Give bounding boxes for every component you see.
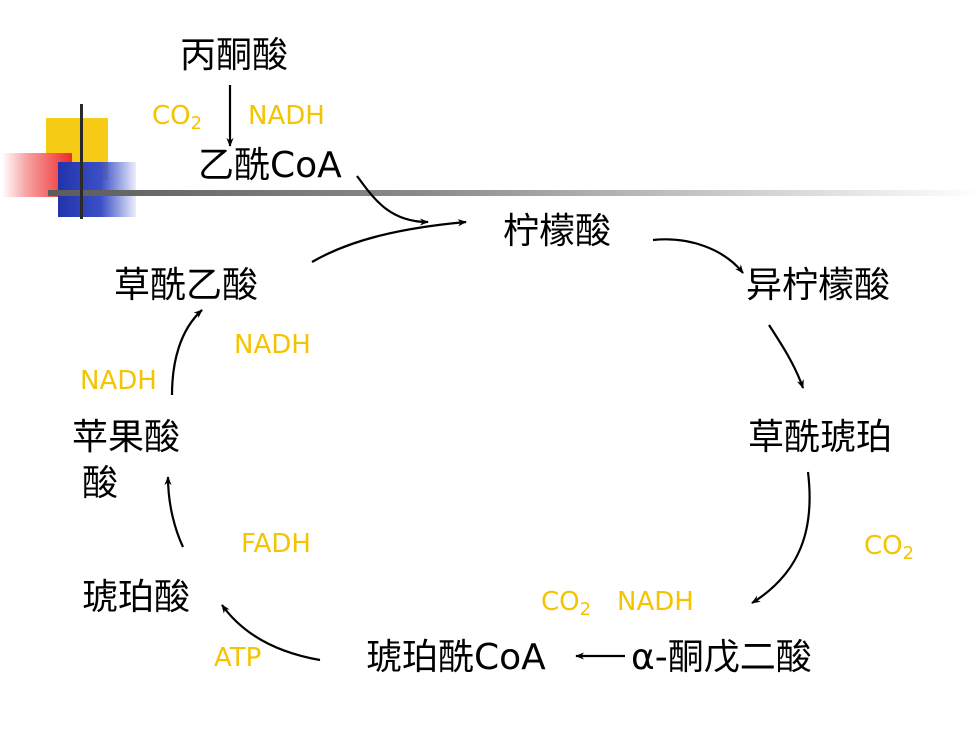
citrate-label: 柠檬酸 xyxy=(503,211,612,252)
oxalosuccinate-co2-subscript: 2 xyxy=(902,543,915,564)
oxalosuccinate-co2-label: CO2 xyxy=(864,531,914,569)
isocitrate-label: 异柠檬酸 xyxy=(746,265,891,306)
arrow-oxaloacetate-to-citrate xyxy=(311,219,467,263)
oxalosuccinate-co2-base: CO xyxy=(864,531,903,561)
decor-blue-square xyxy=(58,162,136,217)
acetyl-coa-label: 乙酰CoA xyxy=(198,145,342,186)
decor-vertical-rule xyxy=(80,104,83,219)
succinate-label: 琥珀酸 xyxy=(82,577,191,618)
succinyl-atp-label: ATP xyxy=(214,643,262,673)
oxaloacetate-label: 草酰乙酸 xyxy=(114,265,259,306)
akg-co2-subscript: 2 xyxy=(579,599,592,620)
arrow-citrate-to-isocitrate xyxy=(652,238,744,274)
malate-nadh-label: NADH xyxy=(234,330,311,360)
succinate-fadh-label: FADH xyxy=(241,529,311,559)
arrow-succinylcoa-to-succinate xyxy=(221,604,321,662)
alpha-ketoglutarate-label: α-酮戊二酸 xyxy=(631,637,812,678)
pdh-co2-base: CO xyxy=(152,101,191,131)
malate-label-line2: 酸 xyxy=(82,463,119,504)
arrow-acetylcoa-to-citrate xyxy=(356,175,429,226)
arrow-isocitrate-to-oxalosuccinate xyxy=(768,324,805,389)
pyruvate-label: 丙酮酸 xyxy=(180,35,289,76)
decor-horizontal-rule xyxy=(48,190,980,196)
pdh-nadh-label: NADH xyxy=(248,101,325,131)
malate-nadh2-label: NADH xyxy=(80,366,157,396)
pdh-co2-subscript: 2 xyxy=(190,113,203,134)
succinyl-coa-label: 琥珀酰CoA xyxy=(366,637,546,678)
akg-co2-base: CO xyxy=(541,587,580,617)
malate-label-line1: 苹果酸 xyxy=(72,417,181,458)
arrow-succinate-to-malate xyxy=(164,476,184,548)
akg-co2-label: CO2 xyxy=(541,587,591,625)
oxalosuccinate-label: 草酰琥珀 xyxy=(748,417,893,458)
akg-nadh-label: NADH xyxy=(617,587,694,617)
arrow-malate-to-oxaloacetate xyxy=(170,309,203,396)
arrow-oxalosuccinate-to-akg xyxy=(751,471,811,604)
pdh-co2-label: CO2 xyxy=(152,101,202,139)
